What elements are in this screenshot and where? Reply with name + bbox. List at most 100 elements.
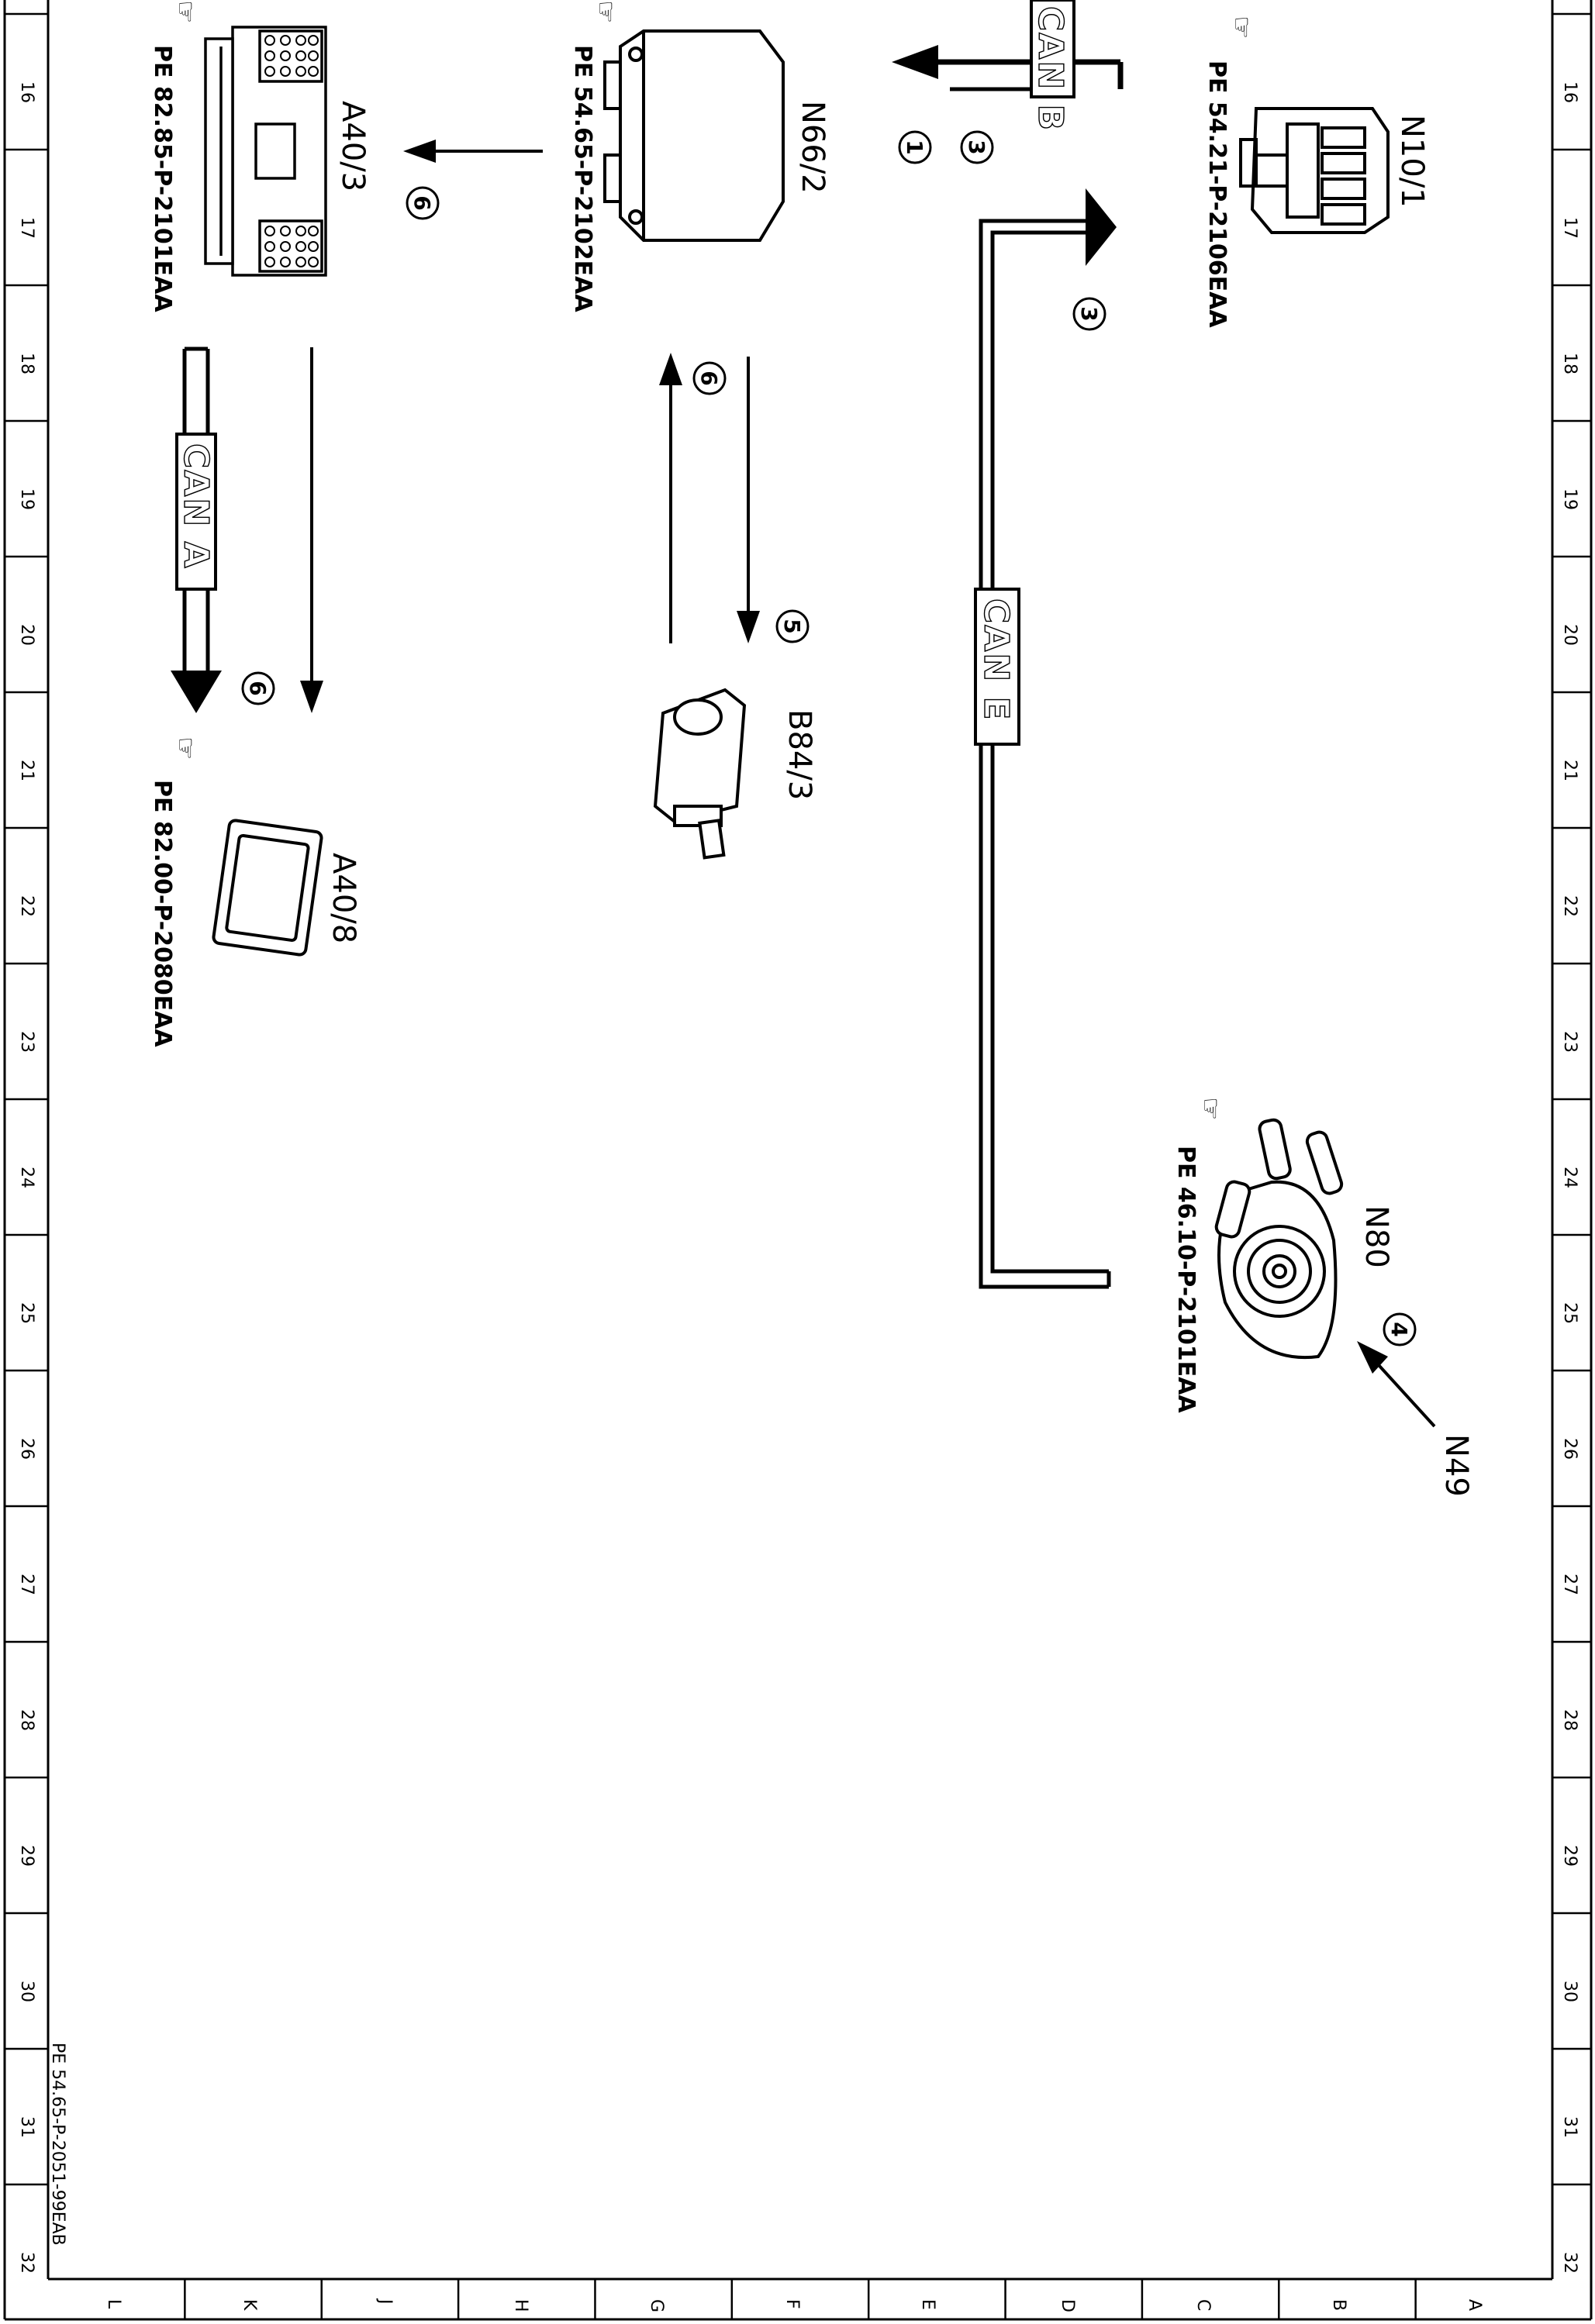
grid-col-label: 32 [1560,2252,1579,2274]
reference-code: PE 54.65-P-2102EAA [569,45,596,312]
reference-note: ☞ PE 46.10-P-2101EAA [1172,1097,1226,1413]
reference-code: PE 46.10-P-2101EAA [1172,1146,1200,1413]
step-marker: 4 [1383,1312,1417,1346]
grid-col-label: 20 [17,624,36,646]
component-label: N10/1 [1394,115,1430,208]
grid-col-label: 19 [17,488,36,510]
control-unit-icon [603,29,785,242]
grid-row-label: D [1058,2299,1077,2312]
component-label: A40/3 [335,101,371,191]
grid-col-label: 23 [1560,1031,1579,1053]
grid-col-label: 31 [1560,2116,1579,2138]
grid-col-label: 28 [1560,1709,1579,1731]
grid-col-label: 21 [17,760,36,781]
component-label: N80 [1359,1205,1394,1268]
head-unit-buttons [264,35,319,267]
head-unit-icon [204,26,327,277]
grid-row-label: L [104,2299,123,2309]
camera-icon [653,688,747,860]
grid-col-label: 26 [1560,1438,1579,1460]
grid-row-labels: L K J H G F E D C B A [104,2298,1484,2312]
grid-row-label: J [375,2298,395,2305]
component-a40-8[interactable]: A40/8 ☞ PE 82.00-P-2080EAA [149,736,361,1047]
hand-pointer-icon: ☞ [590,0,621,23]
reference-note: ☞ PE 82.85-P-2101EAA [149,0,201,312]
grid-col-label: 27 [1560,1574,1579,1595]
grid-row-label: B [1329,2299,1348,2311]
grid-col-label: 24 [1560,1167,1579,1188]
bus-label: CAN A [176,443,216,570]
signal-arrow-n66-to-b84 [737,357,760,643]
grid-col-label: 32 [17,2252,36,2274]
step-marker: 5 [775,609,810,643]
grid-col-label: 25 [17,1302,36,1324]
grid-column-labels: 16 17 18 19 20 21 22 23 24 25 26 27 28 2… [17,81,1579,2274]
step-marker: 6 [241,671,275,705]
svg-text:6: 6 [245,681,271,695]
component-n80[interactable]: N80 ☞ PE 46.10-P-2101EAA [1172,1097,1394,1413]
grid-col-label: 26 [17,1438,36,1460]
grid-ticks [5,12,1591,2319]
grid-row-label: A [1465,2299,1484,2311]
grid-col-label: 18 [17,353,36,374]
grid-col-label: 18 [1560,353,1579,374]
reference-code: PE 82.00-P-2080EAA [149,780,176,1047]
steering-column-module-icon [1214,1118,1344,1360]
signal-arrow-b84-to-n66 [659,353,682,643]
step-marker: 3 [1072,297,1106,331]
reference-code: PE 54.21-P-2106EAA [1203,60,1231,328]
reference-note: ☞ PE 54.65-P-2102EAA [569,0,621,312]
grid-col-label: 16 [1560,81,1579,103]
grid-col-label: 17 [1560,217,1579,239]
reference-note: ☞ PE 54.21-P-2106EAA [1203,16,1257,328]
grid-col-label: 21 [1560,760,1579,781]
grid-col-label: 30 [1560,1981,1579,2002]
component-label: A40/8 [326,853,361,943]
grid-col-label: 29 [17,1845,36,1867]
hand-pointer-icon: ☞ [170,0,201,23]
step-marker: 6 [692,361,727,395]
svg-text:6: 6 [696,371,722,385]
component-n10-1[interactable]: N10/1 ☞ PE 54.21-P-2106EAA [1203,16,1430,328]
grid-col-label: 22 [1560,895,1579,917]
svg-text:6: 6 [409,195,435,210]
bus-can-a: CAN A [171,347,222,713]
step-marker: 3 [960,130,994,164]
connector-module-icon [1239,107,1390,234]
bus-can-b: CAN B [892,0,1124,133]
sheet-frame [3,0,1593,2321]
component-label: B84/3 [782,709,817,800]
grid-col-label: 22 [17,895,36,917]
svg-text:1: 1 [902,140,927,154]
reference-code: PE 82.85-P-2101EAA [149,45,176,312]
display-icon [212,819,323,957]
svg-text:4: 4 [1386,1322,1412,1336]
grid-col-label: 31 [17,2116,36,2138]
svg-text:3: 3 [1076,306,1102,321]
grid-row-label: G [647,2299,666,2312]
grid-row-label: H [511,2299,530,2312]
component-n66-2[interactable]: N66/2 ☞ PE 54.65-P-2102EAA [569,0,830,312]
component-a40-3[interactable]: A40/3 ☞ PE 82.85-P-2101EAA [149,0,371,312]
hand-pointer-icon: ☞ [1195,1097,1226,1120]
grid-row-label: E [918,2299,937,2310]
hand-pointer-icon: ☞ [170,736,201,760]
component-label: N49 [1438,1434,1474,1497]
signal-arrow-a40-3-to-a40-8 [300,347,323,713]
document-number: PE 54.65-P-2051-99EAB [48,2043,67,2246]
grid-col-label: 19 [1560,488,1579,510]
grid-col-label: 29 [1560,1845,1579,1867]
bus-label: CAN B [1031,6,1070,132]
step-marker: 6 [406,186,440,220]
component-label: N66/2 [795,101,830,194]
grid-row-label: K [240,2299,259,2311]
grid-col-label: 20 [1560,624,1579,646]
component-b84-3[interactable]: B84/3 [653,688,817,860]
component-n49[interactable]: N49 [1357,1341,1474,1497]
grid-col-label: 25 [1560,1302,1579,1324]
bus-can-e: CAN E [974,188,1117,1289]
grid-col-label: 23 [17,1031,36,1053]
step-marker: 1 [898,130,932,164]
grid-col-label: 30 [17,1981,36,2002]
